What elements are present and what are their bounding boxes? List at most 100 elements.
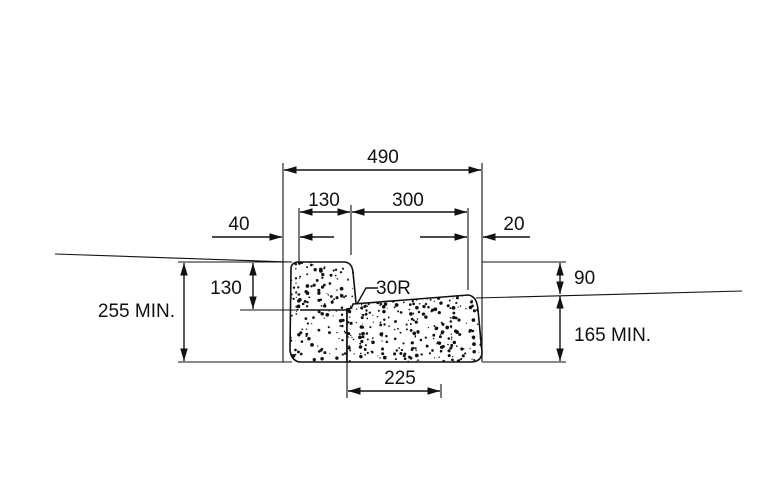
aggregate-speck [452, 311, 456, 315]
aggregate-speck [478, 351, 480, 353]
label-total-depth: 255 MIN. [98, 301, 175, 322]
aggregate-speck [292, 297, 295, 301]
aggregate-speck [344, 331, 347, 334]
aggregate-speck [436, 341, 440, 344]
aggregate-speck [385, 334, 388, 338]
aggregate-speck [365, 344, 367, 347]
aggregate-speck [426, 345, 428, 348]
aggregate-speck [433, 307, 438, 312]
aggregate-speck [290, 358, 292, 362]
aggregate-speck [379, 321, 382, 324]
aggregate-speck [347, 278, 350, 281]
aggregate-speck [457, 318, 461, 322]
aggregate-speck [441, 322, 445, 326]
aggregate-speck [372, 314, 374, 316]
ground-line-right [475, 290, 743, 299]
aggregate-speck [439, 333, 441, 336]
aggregate-speck [343, 352, 347, 355]
aggregate-speck [341, 318, 345, 322]
aggregate-speck [459, 305, 462, 308]
aggregate-speck [306, 266, 309, 269]
aggregate-speck [313, 267, 317, 272]
aggregate-speck [460, 347, 464, 351]
aggregate-speck [449, 346, 453, 350]
aggregate-speck [411, 295, 414, 296]
aggregate-speck [349, 349, 352, 352]
aggregate-speck [350, 334, 352, 337]
aggregate-speck [405, 323, 408, 326]
aggregate-speck [457, 306, 459, 308]
aggregate-speck [455, 302, 458, 304]
aggregate-speck [365, 304, 367, 306]
aggregate-speck [468, 328, 473, 333]
aggregate-speck [370, 298, 372, 300]
aggregate-speck [386, 307, 388, 309]
aggregate-speck [403, 357, 407, 361]
aggregate-speck [364, 353, 367, 356]
aggregate-speck [458, 333, 462, 336]
aggregate-speck [308, 262, 312, 264]
aggregate-speck [311, 323, 313, 325]
aggregate-speck [379, 323, 383, 327]
aggregate-speck [335, 348, 338, 350]
aggregate-speck [305, 305, 309, 308]
aggregate-speck [294, 277, 298, 280]
aggregate-speck [385, 340, 389, 344]
aggregate-speck [355, 295, 359, 296]
aggregate-speck [417, 359, 419, 361]
aggregate-speck [361, 325, 365, 329]
aggregate-speck [361, 304, 363, 306]
aggregate-speck [290, 293, 293, 296]
aggregate-speck [371, 337, 374, 339]
aggregate-speck [407, 319, 409, 321]
aggregate-speck [455, 345, 458, 348]
aggregate-speck [387, 316, 390, 319]
aggregate-speck [323, 283, 326, 287]
aggregate-speck [433, 357, 436, 359]
aggregate-speck [298, 298, 302, 302]
aggregate-speck [353, 353, 355, 355]
aggregate-speck [323, 303, 326, 305]
aggregate-speck [394, 320, 397, 323]
aggregate-speck [315, 278, 319, 282]
aggregate-speck [326, 292, 328, 295]
aggregate-speck [450, 338, 453, 340]
aggregate-speck [295, 313, 298, 315]
aggregate-speck [464, 352, 467, 355]
aggregate-speck [371, 350, 374, 354]
aggregate-speck [376, 355, 378, 357]
aggregate-speck [453, 360, 455, 362]
aggregate-speck [451, 359, 454, 362]
aggregate-speck [383, 323, 386, 326]
aggregate-speck [439, 349, 443, 353]
aggregate-speck [438, 356, 440, 358]
aggregate-speck [305, 291, 310, 295]
aggregate-speck [449, 325, 453, 328]
aggregate-speck [320, 305, 323, 307]
aggregate-speck [455, 296, 459, 300]
aggregate-speck [416, 330, 420, 334]
aggregate-speck [332, 315, 334, 317]
aggregate-speck [317, 345, 319, 347]
aggregate-speck [432, 333, 436, 337]
aggregate-speck [360, 316, 364, 320]
aggregate-speck [447, 343, 449, 346]
aggregate-speck [296, 350, 300, 354]
aggregate-speck [399, 331, 402, 334]
aggregate-speck [321, 276, 324, 279]
aggregate-speck [366, 317, 369, 320]
aggregate-speck [317, 298, 321, 302]
aggregate-speck [462, 295, 464, 297]
aggregate-speck [368, 311, 371, 314]
aggregate-speck [317, 310, 321, 314]
aggregate-speck [325, 312, 330, 317]
label-base-width: 225 [384, 368, 416, 389]
aggregate-speck [329, 352, 331, 354]
aggregate-speck [465, 322, 468, 324]
aggregate-speck [336, 331, 338, 334]
aggregate-speck [399, 311, 403, 314]
aggregate-speck [306, 273, 309, 276]
aggregate-speck [440, 321, 443, 324]
aggregate-speck [416, 318, 419, 320]
